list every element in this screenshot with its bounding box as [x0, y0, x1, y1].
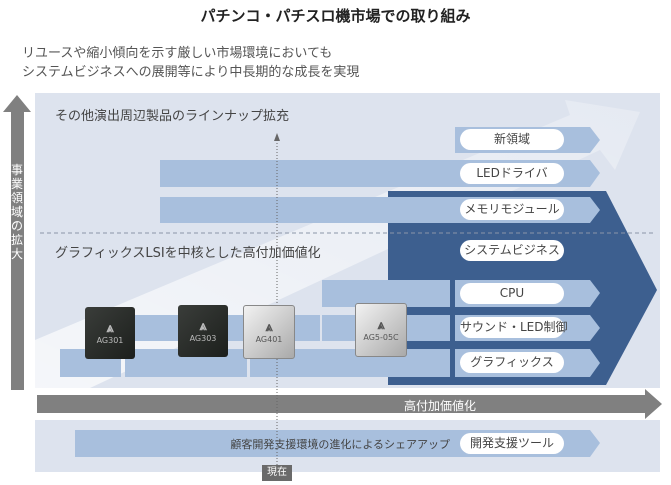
pill-memory-module: メモリモジュール: [460, 199, 564, 220]
chip-label: AG401: [255, 335, 283, 344]
current-marker: 現在: [262, 465, 292, 481]
value-add-arrow-label: 高付加価値化: [403, 399, 476, 413]
current-line-arrowhead: [274, 133, 280, 141]
pill-sound-led: サウンド・LED制御: [460, 317, 568, 338]
chip-ag303: ⩓AG303: [178, 305, 228, 357]
chip-ag5: ⩓AG5-05C: [355, 303, 407, 357]
dev-support-text: 顧客開発支援環境の進化によるシェアアップ: [230, 438, 450, 451]
chip-ag401: ⩓AG401: [243, 305, 295, 359]
chip-label: AG301: [96, 336, 124, 345]
chip-logo-icon: ⩓: [106, 321, 114, 336]
lower-section-label: グラフィックスLSIを中核とした高付加価値化: [55, 246, 321, 261]
chip-logo-icon: ⩓: [377, 318, 385, 333]
page-title: パチンコ・パチスロ機市場での取り組み: [200, 7, 471, 25]
pill-system-business: システムビジネス: [460, 240, 564, 261]
vertical-arrow: [3, 95, 31, 390]
pill-led-driver: LEDドライバ: [460, 163, 564, 184]
cpu-bar-legacy: [322, 280, 450, 307]
pill-new-domain: 新領域: [460, 129, 564, 150]
upper-section-label: その他演出周辺製品のラインナップ拡充: [55, 109, 290, 124]
pill-cpu: CPU: [460, 283, 564, 304]
value-add-arrow: [37, 389, 662, 419]
chip-logo-icon: ⩓: [199, 319, 207, 334]
chip-ag301: ⩓AG301: [85, 307, 135, 359]
chip-label: AG5-05C: [363, 333, 399, 342]
pill-dev-tools: 開発支援ツール: [460, 433, 564, 454]
vertical-axis-label: 事業領域の拡大: [10, 163, 23, 261]
subtitle-line-1: リユースや縮小傾向を示す厳しい市場環境においても: [22, 46, 333, 61]
subtitle-line-2: システムビジネスへの展開等により中長期的な成長を実現: [22, 65, 360, 80]
chip-logo-icon: ⩓: [265, 320, 273, 335]
chip-label: AG303: [189, 334, 217, 343]
pill-graphics: グラフィックス: [460, 352, 564, 373]
